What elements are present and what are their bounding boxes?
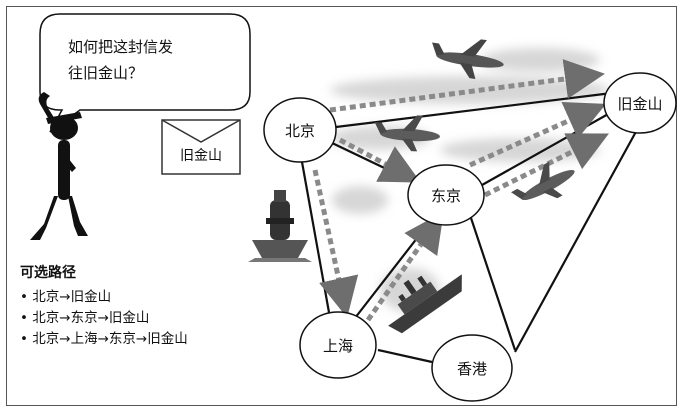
node-shanghai: 上海	[299, 311, 377, 379]
route-beijing-sanfrancisco	[329, 59, 605, 113]
airplane-icon	[374, 115, 440, 152]
edge-shanghai-hongkong	[377, 348, 433, 364]
route-option-1: • 北京→旧金山	[20, 289, 112, 305]
envelope-icon: 旧金山	[161, 119, 241, 175]
svg-text:香港: 香港	[457, 360, 487, 378]
airplane-icon	[511, 161, 575, 201]
edge-sanfrancisco-hongkong	[514, 127, 639, 353]
person-icon	[30, 92, 88, 240]
node-sanfrancisco: 旧金山	[603, 72, 677, 134]
node-hongkong: 香港	[431, 334, 513, 402]
speech-bubble: 如何把这封信发 往旧金山？	[39, 13, 251, 133]
route-tokyo-sanfrancisco-1	[468, 102, 607, 168]
speech-line-1: 如何把这封信发	[68, 38, 173, 56]
edge-tokyo-hongkong	[468, 214, 517, 351]
route-beijing-tokyo	[338, 137, 421, 183]
airplane-icon	[432, 39, 504, 79]
speech-line-2: 往旧金山？	[68, 64, 143, 82]
svg-text:东京: 东京	[431, 187, 461, 205]
dashed-routes	[312, 59, 609, 322]
route-shanghai-tokyo	[365, 211, 444, 322]
envelope-label: 旧金山	[180, 148, 222, 164]
svg-text:上海: 上海	[323, 337, 353, 355]
svg-text:北京: 北京	[285, 122, 315, 140]
node-beijing: 北京	[263, 97, 337, 163]
route-options-title: 可选路径	[20, 265, 76, 281]
node-tokyo: 东京	[407, 164, 485, 226]
ship-icon	[388, 274, 462, 334]
route-tokyo-sanfrancisco-2	[483, 133, 609, 198]
train-icon	[248, 190, 312, 262]
svg-text:旧金山: 旧金山	[617, 95, 662, 113]
route-options-panel: 可选路径 • 北京→旧金山 • 北京→东京→旧金山 • 北京→上海→东京→旧金山	[20, 262, 280, 350]
route-option-2: • 北京→东京→旧金山	[20, 310, 150, 326]
route-option-3: • 北京→上海→东京→旧金山	[20, 331, 188, 347]
route-beijing-shanghai	[312, 169, 359, 318]
